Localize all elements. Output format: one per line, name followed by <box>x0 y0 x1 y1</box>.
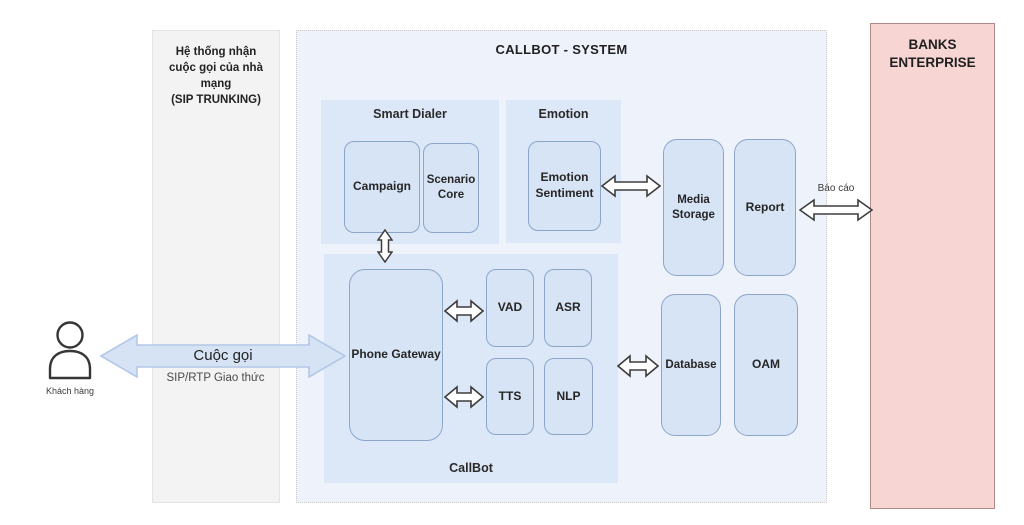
emotion-panel: Emotion Emotion Sentiment <box>506 100 621 243</box>
callbot-title: CallBot <box>449 461 493 475</box>
callbot-panel: Phone Gateway VAD ASR TTS NLP CallBot <box>324 254 618 483</box>
arrow-campaign-callbot <box>377 229 393 263</box>
customer-label: Khách hàng <box>45 386 95 396</box>
arrow-gateway-tts <box>444 385 484 409</box>
arrow-report-banks <box>799 198 873 222</box>
emotion-title: Emotion <box>538 107 589 121</box>
media-storage-box: Media Storage <box>663 139 724 276</box>
oam-box: OAM <box>734 294 798 436</box>
smart-dialer-title: Smart Dialer <box>373 107 447 121</box>
vad-box: VAD <box>486 269 534 347</box>
asr-box: ASR <box>544 269 592 347</box>
banks-enterprise-box: BANKS ENTERPRISE <box>870 23 995 509</box>
report-box: Report <box>734 139 796 276</box>
report-arrow-label: Báo cáo <box>817 183 855 194</box>
scenario-core-box: Scenario Core <box>423 143 479 233</box>
sip-trunking-line2: (SIP TRUNKING) <box>171 94 261 107</box>
sip-trunking-line1: Hệ thống nhận cuộc gọi của nhà mạng <box>169 46 263 91</box>
database-box: Database <box>661 294 721 436</box>
tts-box: TTS <box>486 358 534 435</box>
customer-icon <box>48 321 92 380</box>
system-title: CALLBOT - SYSTEM <box>495 42 628 57</box>
call-arrow-label: Cuộc gọi <box>193 347 253 364</box>
sip-trunking-label: Hệ thống nhận cuộc gọi của nhà mạng (SIP… <box>153 31 279 108</box>
phone-gateway-box: Phone Gateway <box>349 269 443 441</box>
arrow-emotion-media-storage <box>601 174 661 198</box>
banks-title: BANKS ENTERPRISE <box>889 37 976 71</box>
call-protocol-label: SIP/RTP Giao thức <box>166 372 265 384</box>
nlp-box: NLP <box>544 358 593 435</box>
sip-trunking-box: Hệ thống nhận cuộc gọi của nhà mạng (SIP… <box>152 30 280 503</box>
arrow-callbot-database <box>617 354 659 378</box>
arrow-gateway-vad <box>444 299 484 323</box>
call-double-arrow <box>100 333 346 379</box>
campaign-box: Campaign <box>344 141 420 233</box>
callbot-system-box: CALLBOT - SYSTEM Smart Dialer Campaign S… <box>296 30 827 503</box>
smart-dialer-panel: Smart Dialer Campaign Scenario Core <box>321 100 499 244</box>
emotion-sentiment-box: Emotion Sentiment <box>528 141 601 231</box>
